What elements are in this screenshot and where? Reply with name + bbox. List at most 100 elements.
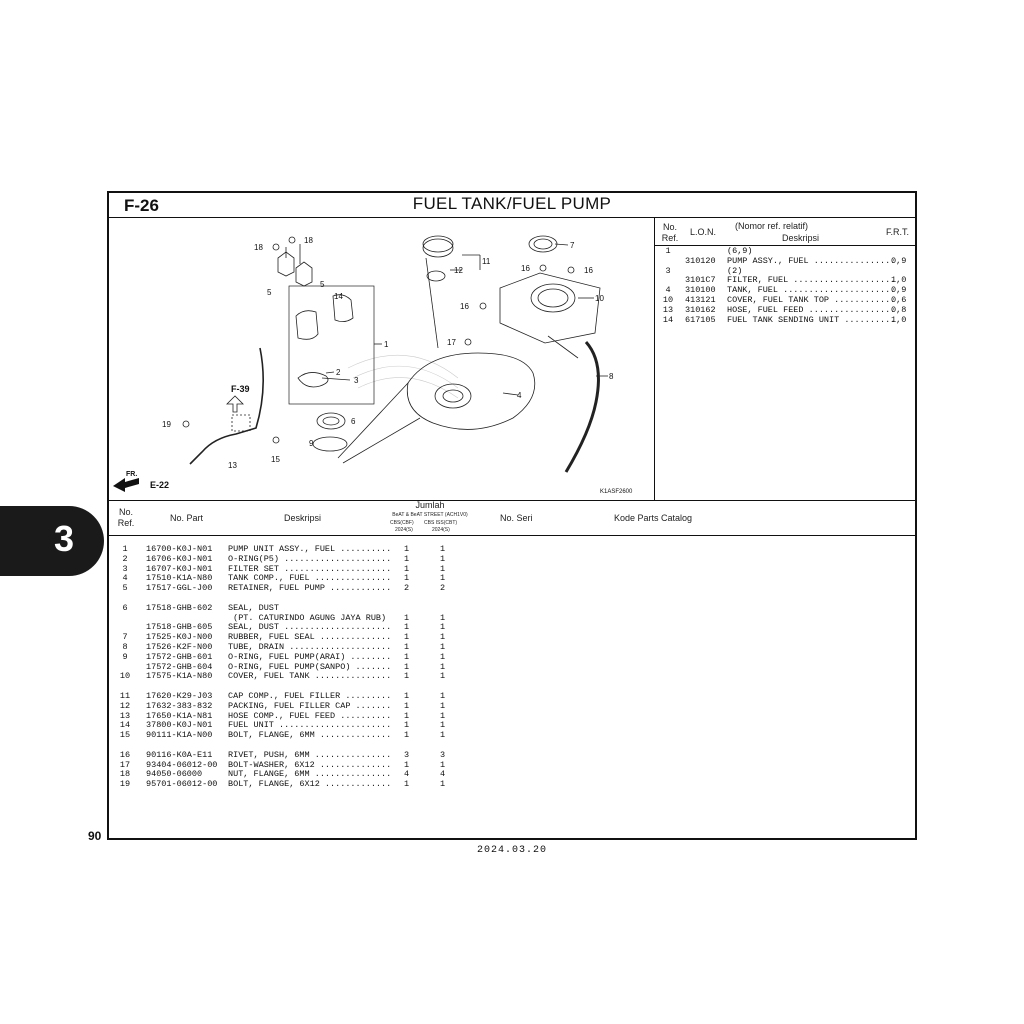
part-ref: 15 bbox=[119, 730, 131, 741]
rubber-seal bbox=[528, 235, 558, 253]
print-date: 2024.03.20 bbox=[476, 845, 547, 856]
part-description: FILTER SET ..................... bbox=[228, 563, 392, 574]
pump-assembly-box bbox=[288, 285, 375, 405]
rt-hdr-no: No. bbox=[662, 222, 677, 232]
qty-cbs: 2 bbox=[404, 583, 410, 594]
qty-cbs: 1 bbox=[404, 661, 410, 672]
filter bbox=[297, 372, 329, 388]
part-number: 37800-K0J-N01 bbox=[146, 720, 213, 731]
part-ref: 5 bbox=[122, 583, 128, 594]
pt-hdr-no: No. bbox=[118, 507, 133, 517]
label-16c: 16 bbox=[460, 302, 469, 311]
label-12: 12 bbox=[454, 266, 463, 275]
part-description: BOLT, FLANGE, 6X12 ............. bbox=[228, 779, 392, 790]
part-number: 17632-383-832 bbox=[146, 700, 213, 711]
qty-cbs-iss: 1 bbox=[440, 553, 446, 564]
qty-cbs: 1 bbox=[404, 671, 410, 682]
label-18b: 18 bbox=[304, 236, 313, 245]
pt-hdr-model: BeAT & BeAT STREET (ACH1V0) bbox=[392, 512, 468, 518]
qty-cbs-iss: 3 bbox=[440, 749, 446, 760]
ref-fr: FR. bbox=[126, 471, 137, 478]
label-17: 17 bbox=[447, 338, 456, 347]
section-title: FUEL TANK/FUEL PUMP bbox=[412, 194, 612, 213]
part-number: 17575-K1A-N80 bbox=[146, 671, 213, 682]
qty-cbs-iss: 1 bbox=[440, 779, 446, 790]
qty-cbs-iss: 1 bbox=[440, 544, 446, 554]
part-ref: 4 bbox=[122, 573, 128, 584]
clamp-box bbox=[231, 414, 251, 432]
qty-cbs-iss: 1 bbox=[440, 720, 446, 731]
part-number: 17525-K0J-N00 bbox=[146, 632, 213, 643]
qty-cbs: 3 bbox=[404, 749, 410, 760]
label-14: 14 bbox=[334, 292, 343, 301]
part-number: 95701-06012-00 bbox=[146, 779, 218, 790]
pt-hdr-deskripsi: Deskripsi bbox=[284, 513, 322, 523]
pt-hdr-no-part: No. Part bbox=[170, 513, 204, 523]
part-ref: 12 bbox=[119, 700, 131, 711]
part-number: 17572-GHB-604 bbox=[146, 661, 213, 672]
part-description: CAP COMP., FUEL FILLER ......... bbox=[228, 691, 392, 701]
drain-tube bbox=[564, 340, 600, 473]
label-11: 11 bbox=[482, 257, 491, 266]
rt-hdr-nomor: (Nomor ref. relatif) bbox=[735, 221, 809, 231]
part-description: TUBE, DRAIN .................... bbox=[228, 642, 392, 652]
rt-hdr-lon: L.O.N. bbox=[690, 227, 717, 237]
part-description: HOSE COMP., FUEL FEED .......... bbox=[228, 710, 392, 721]
sending-unit bbox=[332, 294, 354, 322]
pump-unit bbox=[295, 310, 319, 340]
chapter-tab[interactable] bbox=[0, 506, 104, 576]
qty-cbs: 1 bbox=[404, 544, 410, 554]
qty-cbs: 1 bbox=[404, 553, 410, 564]
part-number: 94050-06000 bbox=[146, 769, 203, 780]
part-number: 17620-K29-J03 bbox=[146, 691, 213, 701]
part-description: O-RING, FUEL PUMP(SANPO) ....... bbox=[228, 661, 392, 672]
pt-hdr-col1: CBS(CBF) bbox=[390, 520, 414, 526]
part-ref: 9 bbox=[122, 651, 128, 662]
part-description: RUBBER, FUEL SEAL .............. bbox=[228, 632, 392, 643]
qty-cbs-iss: 1 bbox=[440, 622, 446, 633]
qty-cbs-iss: 1 bbox=[440, 759, 446, 770]
ref-arrow-f39 bbox=[226, 395, 244, 413]
part-description: FUEL UNIT ...................... bbox=[228, 720, 392, 731]
qty-cbs: 1 bbox=[404, 563, 410, 574]
part-number: 17572-GHB-601 bbox=[146, 651, 213, 662]
part-description: BOLT, FLANGE, 6MM .............. bbox=[228, 730, 392, 741]
diagram-bottom-line bbox=[107, 500, 917, 501]
part-number: 17510-K1A-N80 bbox=[146, 573, 213, 584]
label-15: 15 bbox=[271, 455, 280, 464]
qty-cbs: 1 bbox=[404, 642, 410, 652]
qty-cbs-iss: 1 bbox=[440, 661, 446, 672]
pt-hdr-no-seri: No. Seri bbox=[500, 513, 533, 523]
label-1: 1 bbox=[384, 340, 389, 349]
part-ref: 11 bbox=[119, 691, 131, 701]
pt-hdr-jumlah: Jumlah bbox=[415, 500, 445, 510]
part-ref: 10 bbox=[119, 671, 131, 682]
qty-cbs: 1 bbox=[404, 612, 410, 623]
qty-cbs-iss: 1 bbox=[440, 632, 446, 643]
qty-cbs-iss: 1 bbox=[440, 691, 446, 701]
rt-hdr-deskripsi: Deskripsi bbox=[782, 233, 820, 243]
part-description: NUT, FLANGE, 6MM ............... bbox=[228, 769, 392, 780]
part-number: 16700-K0J-N01 bbox=[146, 544, 213, 554]
part-description: TANK COMP., FUEL ............... bbox=[228, 573, 392, 584]
label-7: 7 bbox=[570, 241, 575, 250]
qty-cbs: 1 bbox=[404, 691, 410, 701]
qty-cbs: 1 bbox=[404, 759, 410, 770]
label-13: 13 bbox=[228, 461, 237, 470]
qty-cbs-iss: 1 bbox=[440, 710, 446, 721]
rt-hdr-frt: F.R.T. bbox=[886, 227, 910, 237]
qty-cbs: 1 bbox=[404, 632, 410, 643]
part-description: SEAL, DUST ..................... bbox=[228, 622, 392, 633]
part-description: COVER, FUEL TANK ............... bbox=[228, 671, 392, 682]
lon-row: 3(2) bbox=[665, 265, 743, 276]
label-10: 10 bbox=[595, 294, 604, 303]
pt-hdr-col1b: 2024(S) bbox=[395, 527, 413, 533]
qty-cbs: 1 bbox=[404, 710, 410, 721]
part-description: O-RING(P5) ..................... bbox=[228, 553, 392, 564]
qty-cbs-iss: 1 bbox=[440, 612, 446, 623]
section-code: F-26 bbox=[124, 196, 159, 215]
